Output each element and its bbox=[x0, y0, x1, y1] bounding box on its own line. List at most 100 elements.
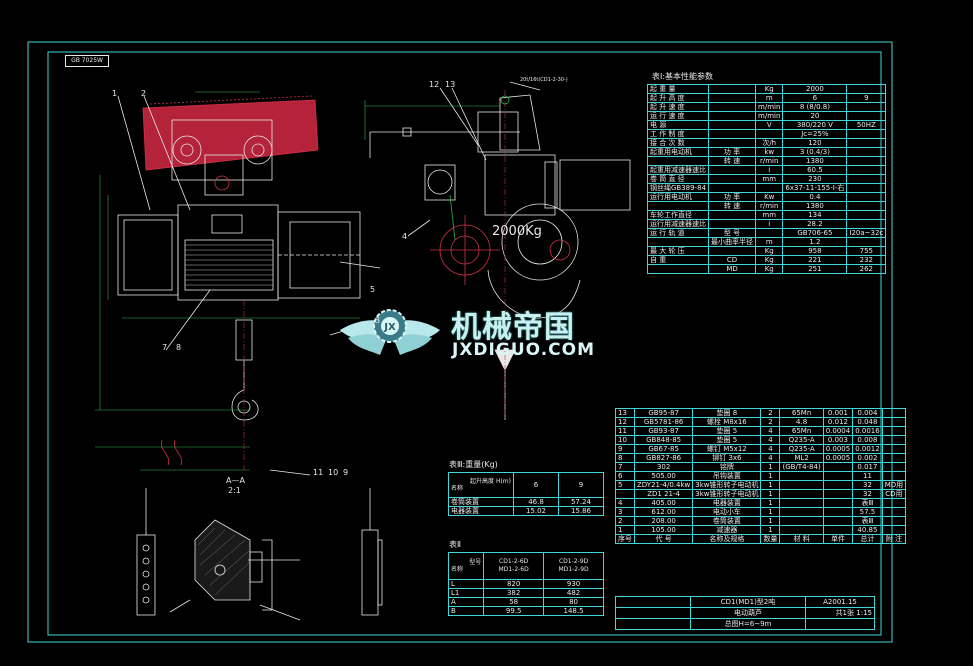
parts-row-cell: ML2 bbox=[779, 453, 824, 463]
parts-row-cell: 57.5 bbox=[852, 507, 883, 517]
parts-row-cell: 垫圈 5 bbox=[692, 426, 762, 436]
parts-row-cell: Q235-A bbox=[779, 435, 824, 445]
top-note: 20t/16t(CD1-2-30-) bbox=[520, 77, 568, 83]
parts-row-cell bbox=[881, 471, 907, 481]
param-row-cell: 卷 筒 直 径 bbox=[646, 174, 710, 184]
param-row-cell: 120 bbox=[782, 138, 848, 148]
dim-row-cell: 482 bbox=[543, 588, 604, 598]
param-row-cell: 运 行 轨 道 bbox=[646, 228, 710, 238]
parts-row-cell bbox=[779, 489, 824, 499]
parts-row-cell: 0.004 bbox=[852, 408, 883, 418]
title-block-assembly: 总图H=6~9m bbox=[690, 618, 806, 630]
title-block-sign bbox=[615, 596, 691, 608]
param-row-cell: 755 bbox=[846, 246, 887, 256]
param-row-cell bbox=[846, 174, 887, 184]
param-row-cell: Kg bbox=[755, 264, 784, 274]
param-row-cell: mm bbox=[755, 210, 784, 220]
parts-row-cell bbox=[822, 516, 854, 526]
parts-row-cell: 65Mn bbox=[779, 408, 824, 418]
parts-row-cell: 2 bbox=[760, 417, 781, 427]
param-row-cell bbox=[846, 219, 887, 229]
weight-table: 起升高度 H(m) 名称 6 9 卷筒装置 46.8 57.24 电器装置 15… bbox=[448, 472, 604, 516]
parts-row-cell: GB93-87 bbox=[633, 426, 694, 436]
param-row-cell: m/min bbox=[755, 111, 784, 121]
weight-row-value: 15.02 bbox=[513, 506, 559, 516]
param-row-cell: 1380 bbox=[782, 156, 848, 166]
parts-row-cell bbox=[779, 525, 824, 535]
parts-row-cell: 0.0012 bbox=[852, 444, 883, 454]
title-block-scale: 1:15 bbox=[856, 609, 872, 617]
pendant-left bbox=[136, 488, 156, 616]
drawing-tag: GB 7025W bbox=[65, 55, 109, 67]
param-row-cell bbox=[846, 84, 887, 94]
param-table-title: 表Ⅰ:基本性能参数 bbox=[652, 72, 714, 81]
parts-row-cell: 13 bbox=[615, 408, 635, 418]
outer-frame bbox=[27, 41, 893, 643]
callout-1: 1 bbox=[112, 89, 118, 98]
param-row-cell bbox=[708, 183, 757, 193]
parts-row-cell: 卷筒装置 bbox=[692, 516, 762, 526]
parts-row-cell: 32 bbox=[852, 489, 883, 499]
title-block-name: CD1(MD1)型2吨 bbox=[690, 596, 806, 608]
parts-row-cell: 1 bbox=[760, 471, 781, 481]
capacity-label: 2000Kg bbox=[492, 224, 542, 239]
parts-row-cell: 吊钩装置 bbox=[692, 471, 762, 481]
parts-row-cell: GB848-85 bbox=[633, 435, 694, 445]
title-block-empty bbox=[805, 618, 875, 630]
parts-row-cell: 垫圈 8 bbox=[692, 408, 762, 418]
dim-row-cell: 99.5 bbox=[483, 606, 545, 616]
weight-table-title: 表Ⅲ:重量(Kg) bbox=[449, 460, 498, 469]
parts-row-cell: 1 bbox=[760, 525, 781, 535]
param-row-cell bbox=[755, 228, 784, 238]
param-row-cell: 自 重 bbox=[646, 255, 710, 265]
parts-row-cell: 1 bbox=[760, 489, 781, 499]
dim-row-cell: 148.5 bbox=[543, 606, 604, 616]
parts-row-cell: 0.012 bbox=[822, 417, 854, 427]
param-row-cell: r/min bbox=[755, 201, 784, 211]
parts-row-cell: 1 bbox=[760, 462, 781, 472]
param-row-cell: 1.2 bbox=[782, 237, 848, 247]
param-row-cell: 转 速 bbox=[708, 156, 757, 166]
parts-row-cell: 螺栓 M8x16 bbox=[692, 417, 762, 427]
parts-row-cell: 表Ⅲ bbox=[852, 498, 883, 508]
dim-header-corner: 型号 名称 bbox=[447, 552, 485, 580]
section-detail bbox=[169, 469, 311, 621]
param-row-cell bbox=[846, 183, 887, 193]
callout-10: 10 bbox=[328, 468, 339, 477]
parts-row-cell: 4.8 bbox=[779, 417, 824, 427]
parts-row-cell bbox=[881, 408, 907, 418]
param-row-cell bbox=[846, 165, 887, 175]
parts-row-cell: 9 bbox=[615, 444, 635, 454]
dim-row-cell: A bbox=[447, 597, 485, 607]
parts-row-cell: 表Ⅲ bbox=[852, 516, 883, 526]
param-row-cell bbox=[708, 246, 757, 256]
parts-row-cell: 序号 bbox=[615, 534, 635, 544]
parts-row-cell: 单件 bbox=[822, 534, 854, 544]
parts-row-cell: 铆钉 3x6 bbox=[692, 453, 762, 463]
watermark-subtitle: JXDIGUO.COM bbox=[452, 340, 596, 360]
param-row-cell: 251 bbox=[782, 264, 848, 274]
parts-row-cell: 0.002 bbox=[852, 453, 883, 463]
param-row-cell: 起 升 高 度 bbox=[646, 93, 710, 103]
callout-3: 3 bbox=[375, 316, 381, 325]
